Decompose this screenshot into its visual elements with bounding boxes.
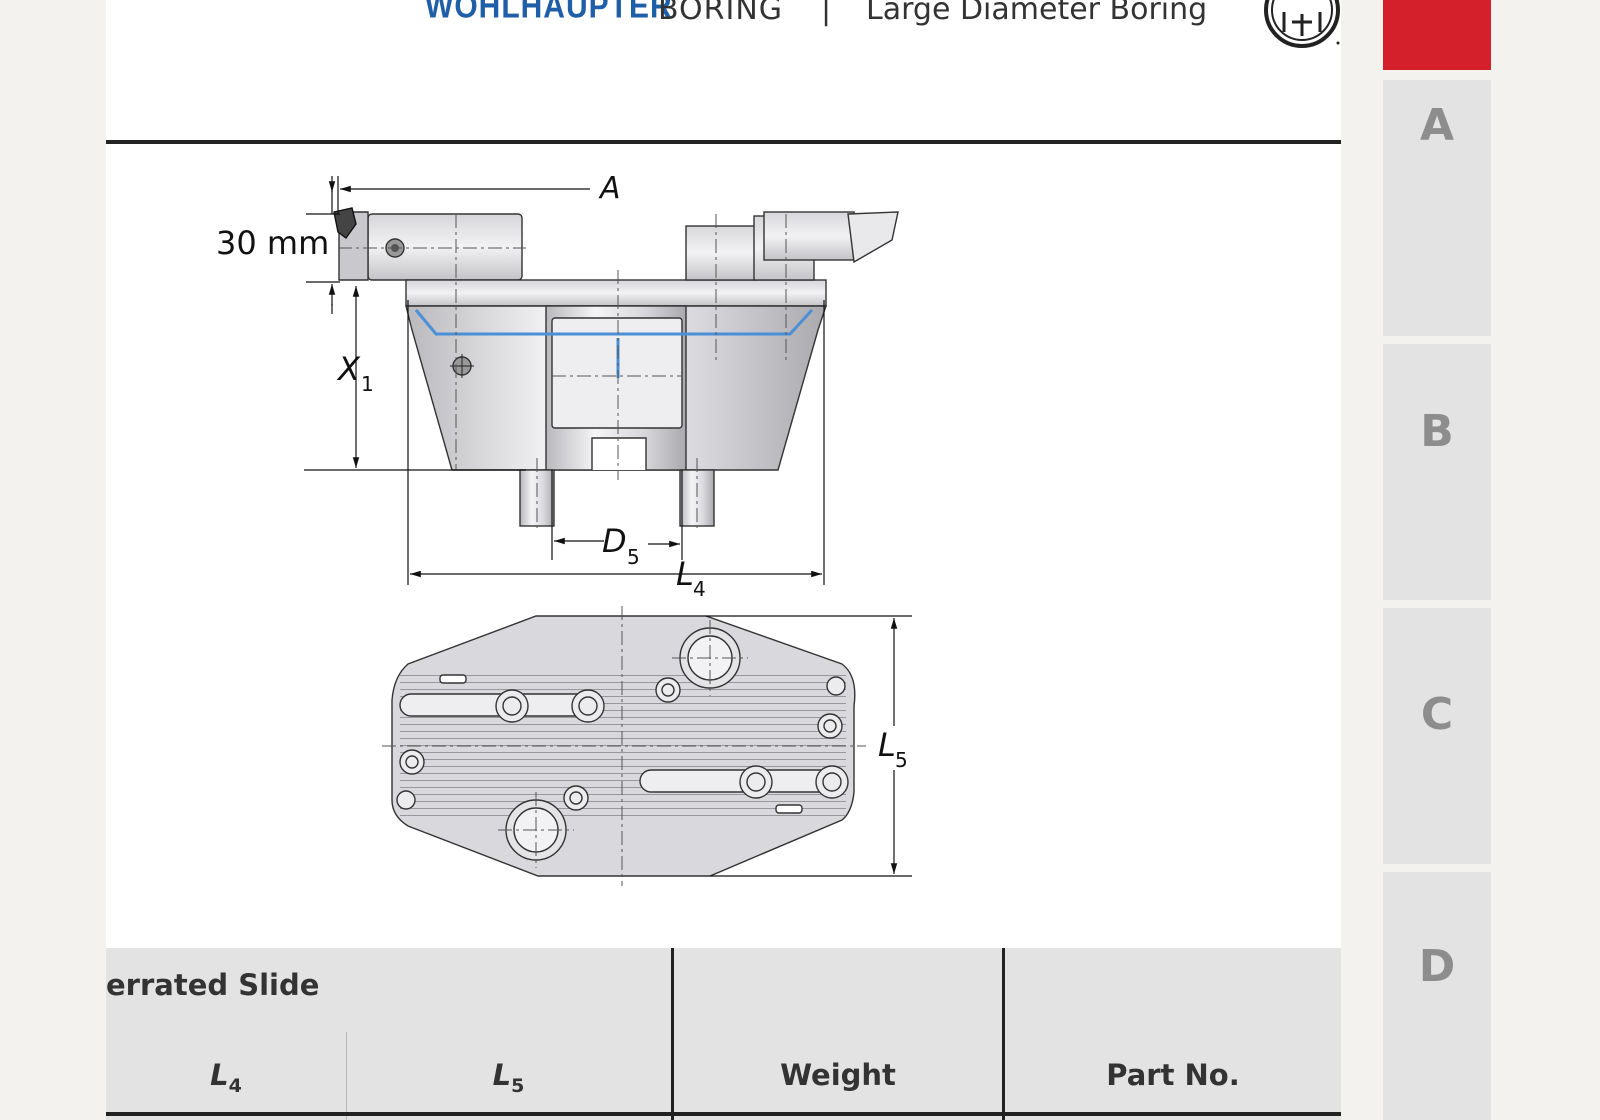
chapter-tab-label: C (1420, 688, 1454, 740)
certification-seal-icon (1264, 0, 1340, 48)
col-header-weight: Weight (780, 1058, 896, 1092)
top-view (382, 606, 866, 886)
dim-label-l4-sub: 4 (693, 577, 706, 601)
table-header-rule (106, 1112, 1341, 1116)
dim-label-l4: L (676, 555, 694, 593)
table-title: errated Slide (106, 968, 320, 1002)
column-divider (346, 1032, 347, 1120)
side-view (333, 207, 899, 528)
side-view-dimensions (304, 176, 825, 585)
spec-table-header: errated Slide L4 L5 Weight Part No. (106, 948, 1341, 1120)
header-rule (106, 140, 1341, 144)
active-chapter-marker (1383, 0, 1491, 70)
col-header-l5: L5 (492, 1058, 525, 1097)
chapter-tab-label: D (1418, 940, 1456, 992)
technical-drawing: A 30 mm X 1 D 5 L 4 (216, 171, 918, 886)
catalog-page: WOHLHAUPTER BORING | Large Diameter Bori… (106, 0, 1341, 1120)
column-divider (1002, 948, 1005, 1120)
dim-label-d5-sub: 5 (627, 545, 640, 569)
dim-label-d5: D (602, 522, 627, 560)
dim-label-x1: X (336, 350, 361, 388)
dim-label-l5: L (878, 726, 896, 764)
col-header-part-no: Part No. (1106, 1058, 1240, 1092)
dim-label-a: A (598, 171, 621, 206)
section-title: BORING (658, 0, 784, 27)
dim-label-x1-sub: 1 (361, 372, 374, 396)
header-separator: | (821, 0, 832, 27)
chapter-tab-label: A (1419, 99, 1455, 151)
chapter-tab-label: B (1420, 405, 1454, 457)
chapter-tab-d[interactable]: D (1383, 872, 1491, 1120)
subsection-title: Large Diameter Boring (866, 0, 1208, 27)
col-header-l4: L4 (210, 1058, 242, 1097)
chapter-tab-a[interactable]: A (1383, 80, 1491, 336)
dim-label-l5-sub: 5 (895, 748, 908, 772)
wohlhaupter-logo: WOHLHAUPTER (425, 0, 673, 26)
chapter-tab-b[interactable]: B (1383, 344, 1491, 600)
dim-label-30mm: 30 mm (216, 224, 329, 262)
column-divider (671, 948, 674, 1120)
chapter-tabs: A B C D (1383, 0, 1491, 1120)
chapter-tab-c[interactable]: C (1383, 608, 1491, 864)
